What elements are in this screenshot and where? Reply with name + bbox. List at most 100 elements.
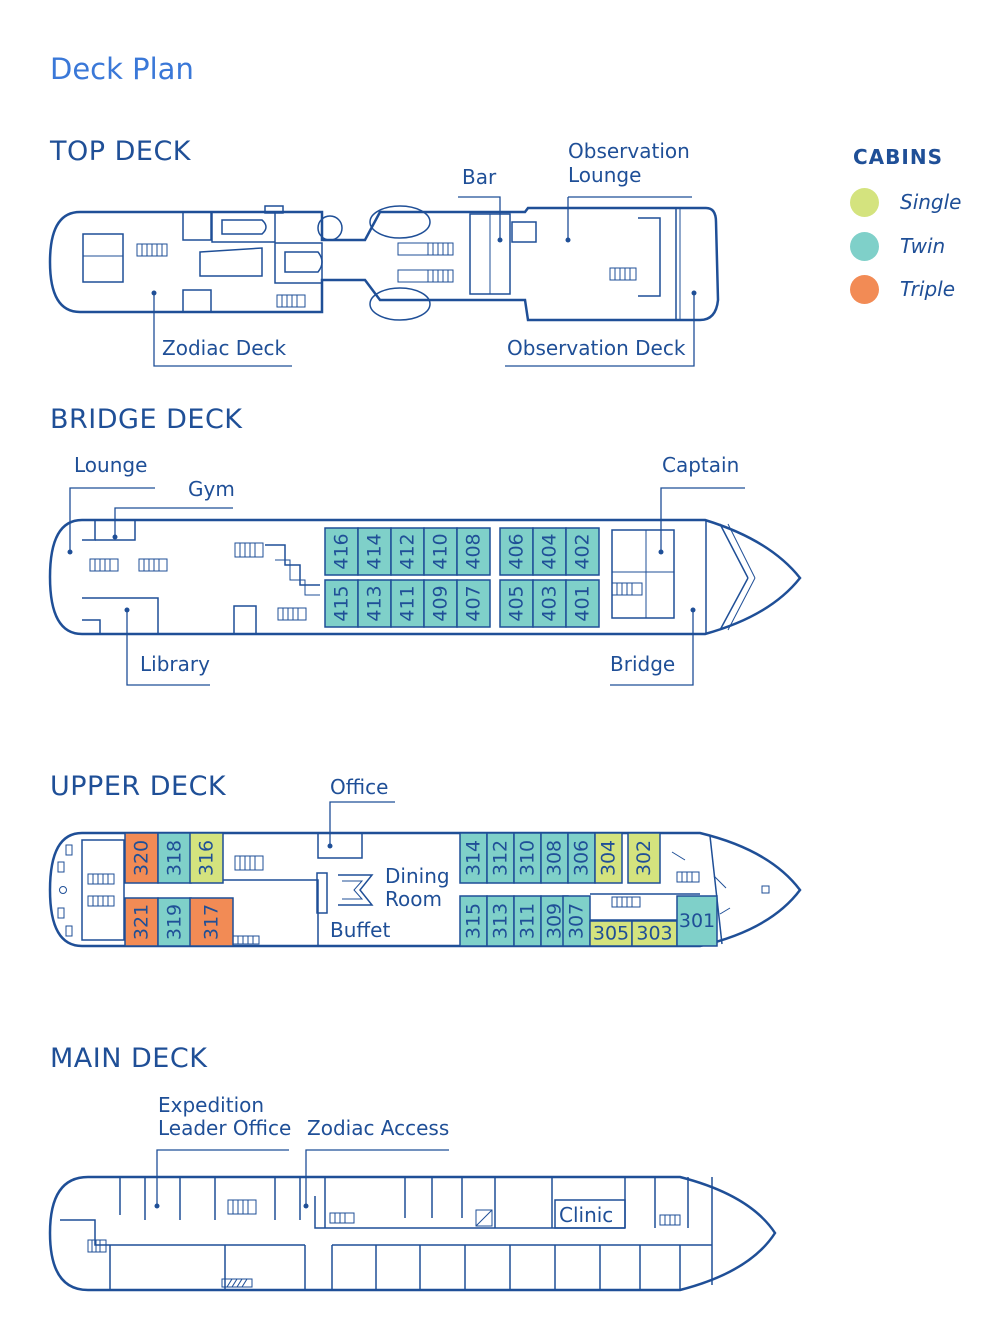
top-stairs-2 xyxy=(276,294,306,308)
cabin-408-room xyxy=(456,527,491,576)
cabin-304: 304 xyxy=(594,832,623,884)
main-stairs xyxy=(87,1199,681,1288)
cabin-409: 409 xyxy=(423,579,458,628)
label-bridge: Bridge xyxy=(610,652,675,676)
label-observation-lounge-2: Lounge xyxy=(568,163,641,187)
cabin-402-number: 402 xyxy=(572,533,594,569)
cabin-401: 401 xyxy=(565,579,600,628)
label-zodiac-deck: Zodiac Deck xyxy=(162,336,287,360)
label-office: Office xyxy=(330,775,388,799)
legend-label-triple: Triple xyxy=(900,277,955,301)
top-mast-circle xyxy=(317,215,343,241)
legend-label-single: Single xyxy=(900,190,962,214)
cabin-320-number: 320 xyxy=(131,840,153,876)
cabin-302: 302 xyxy=(627,832,661,884)
cabin-404: 404 xyxy=(532,527,567,576)
cabin-404-number: 404 xyxy=(539,533,561,569)
legend-label-twin: Twin xyxy=(900,234,946,258)
cabin-408-number: 408 xyxy=(463,533,485,569)
zodiac-boat-2 xyxy=(274,242,323,284)
cabin-412: 412 xyxy=(390,527,425,576)
main-deck-title: MAIN DECK xyxy=(50,1043,208,1074)
cabin-318-number: 318 xyxy=(164,840,186,876)
cabin-412-number: 412 xyxy=(397,533,419,569)
cabin-415-number: 415 xyxy=(331,585,353,621)
cabin-404-room xyxy=(532,527,567,576)
cabin-413-number: 413 xyxy=(364,585,386,621)
cabin-411: 411 xyxy=(390,579,425,628)
cabin-315: 315 xyxy=(459,895,488,947)
cabin-312: 312 xyxy=(486,832,515,884)
cabin-414-number: 414 xyxy=(364,533,386,569)
cabin-301-number: 301 xyxy=(679,910,715,932)
cabin-407: 407 xyxy=(456,579,491,628)
bridge-deck-hull xyxy=(48,518,802,636)
cabin-305: 305 xyxy=(589,920,633,947)
cabin-316-room xyxy=(189,832,224,884)
cabin-321-room xyxy=(124,897,159,947)
cabin-311: 311 xyxy=(513,895,542,947)
cabin-306-room xyxy=(567,832,596,884)
cabin-315-number: 315 xyxy=(463,903,485,939)
label-expedition-1: Expedition xyxy=(158,1093,264,1117)
cabin-legend: CABINS Single Twin Triple xyxy=(850,145,990,315)
cabin-310-number: 310 xyxy=(517,840,539,876)
cabin-414-room xyxy=(357,527,392,576)
top-stairs-1 xyxy=(136,243,168,257)
cabin-411-number: 411 xyxy=(397,585,419,621)
legend-item-single: Single xyxy=(850,188,990,218)
cabin-318: 318 xyxy=(157,832,192,884)
legend-swatch-triple xyxy=(850,275,879,304)
cabin-303-number: 303 xyxy=(636,923,672,945)
cabin-303: 303 xyxy=(631,920,678,947)
cabin-313-number: 313 xyxy=(490,903,512,939)
cabin-416-room xyxy=(324,527,359,576)
cabin-321-number: 321 xyxy=(131,904,153,940)
cabin-306-number: 306 xyxy=(571,840,593,876)
cabin-319: 319 xyxy=(157,897,192,947)
cabin-416: 416 xyxy=(324,527,359,576)
cabin-405: 405 xyxy=(499,579,534,628)
cabin-409-number: 409 xyxy=(430,585,452,621)
legend-swatch-twin xyxy=(850,232,879,261)
label-dining-2: Room xyxy=(385,887,442,911)
upper-deck-title: UPPER DECK xyxy=(50,771,227,802)
cabin-320: 320 xyxy=(124,832,159,884)
cabin-306: 306 xyxy=(567,832,596,884)
cabin-320-room xyxy=(124,832,159,884)
cabin-406: 406 xyxy=(499,527,534,576)
cabin-313-room xyxy=(486,895,515,947)
cabin-413-room xyxy=(357,579,392,628)
cabin-316: 316 xyxy=(189,832,224,884)
cabin-312-number: 312 xyxy=(490,840,512,876)
cabin-406-number: 406 xyxy=(506,533,528,569)
cabin-401-room xyxy=(565,579,600,628)
cabin-402-room xyxy=(565,527,600,576)
bridge-deck-title: BRIDGE DECK xyxy=(50,404,243,435)
cabin-304-room xyxy=(594,832,623,884)
cabin-413: 413 xyxy=(357,579,392,628)
top-deck-hull xyxy=(48,206,720,322)
cabin-302-number: 302 xyxy=(633,840,655,876)
cabin-409-room xyxy=(423,579,458,628)
top-deck-title: TOP DECK xyxy=(50,136,192,167)
cabin-317: 317 xyxy=(189,897,234,947)
label-captain: Captain xyxy=(662,453,739,477)
cabin-307-room xyxy=(562,895,591,947)
label-clinic: Clinic xyxy=(559,1203,613,1227)
label-observation-lounge-1: Observation xyxy=(568,139,690,163)
legend-item-triple: Triple xyxy=(850,275,990,305)
cabin-406-room xyxy=(499,527,534,576)
cabin-319-number: 319 xyxy=(164,904,186,940)
cabin-403-number: 403 xyxy=(539,585,561,621)
cabin-308: 308 xyxy=(540,832,569,884)
cabin-305-room xyxy=(589,920,633,947)
cabin-308-number: 308 xyxy=(544,840,566,876)
cabin-311-number: 311 xyxy=(517,903,539,939)
zodiac-ramp xyxy=(199,247,263,277)
